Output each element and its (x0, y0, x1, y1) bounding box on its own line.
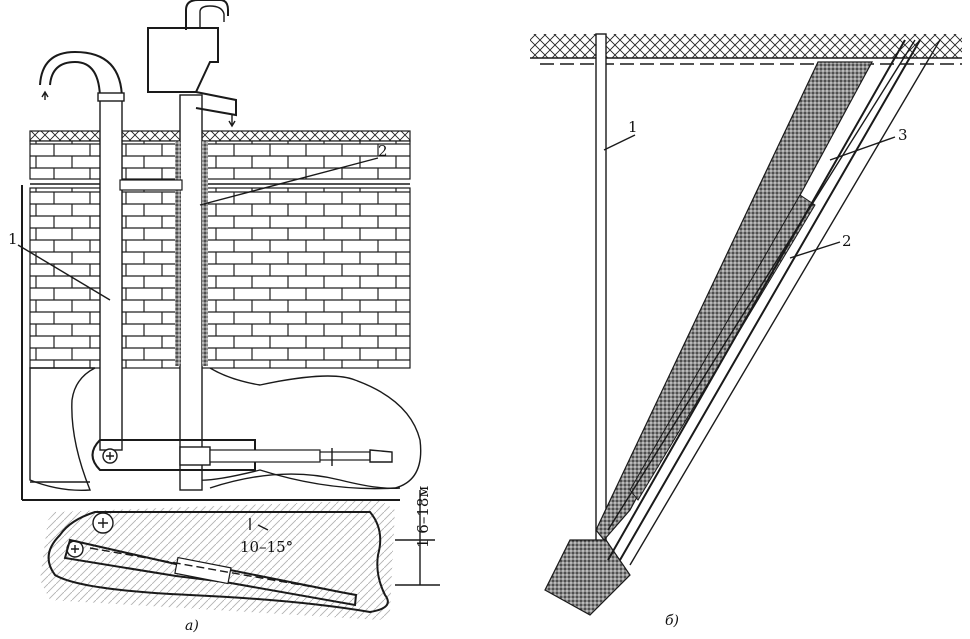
figure-a: 1 2 10–15° 1 6–18м а) (8, 0, 440, 634)
pipe-1 (99, 99, 123, 451)
pipe-2 (179, 94, 203, 491)
depth-label: 1 6–18м (414, 486, 432, 548)
angle-label: 10–15° (240, 538, 293, 556)
ore-body (595, 61, 874, 541)
surface-layer (29, 130, 411, 142)
label-a-2: 2 (378, 142, 388, 160)
label-b-1: 1 (628, 118, 638, 136)
brick-wall-upper (29, 140, 411, 180)
dissolution-cavity (29, 367, 96, 491)
caption-b: б) (665, 613, 679, 629)
brick-wall-lower (29, 187, 411, 369)
caption-a: а) (185, 618, 199, 634)
label-b-2: 2 (842, 232, 852, 250)
borehole-1 (595, 33, 607, 565)
label-b-3: 3 (898, 126, 908, 144)
label-a-1: 1 (8, 230, 18, 248)
figure-b: 1 2 3 б) (530, 33, 962, 629)
